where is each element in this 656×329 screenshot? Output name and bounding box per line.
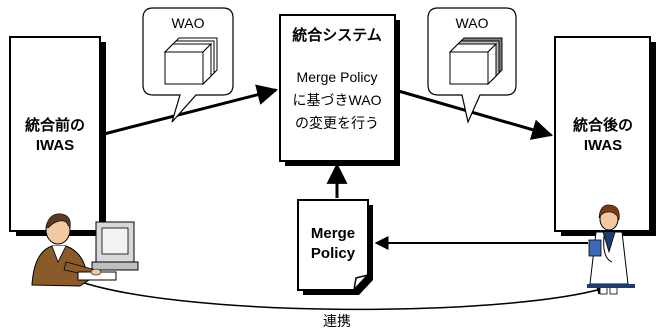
doctor-icon	[587, 204, 635, 295]
wao-stack-left-icon	[163, 37, 218, 86]
policy-line2: Policy	[311, 245, 356, 262]
box-before-line1: 統合前の	[25, 116, 85, 134]
system-line1: Merge Policy	[297, 69, 378, 85]
callout-right-wao: WAO	[427, 7, 517, 124]
callout-left-wao: WAO	[142, 7, 234, 123]
merge-policy-document: Merge Policy	[297, 199, 373, 295]
box-before-iwas: 統合前の IWAS	[9, 36, 106, 236]
link-curve-arrow	[69, 276, 606, 311]
arrow-system-to-after	[394, 88, 554, 140]
policy-line1: Merge	[311, 225, 355, 242]
box-after-iwas: 統合後の IWAS	[554, 36, 656, 236]
engineer-at-computer-icon	[31, 213, 139, 287]
callout-right-label: WAO	[456, 15, 489, 31]
link-label: 連携	[323, 313, 351, 329]
system-title: 統合システム	[292, 26, 382, 44]
box-before-line2: IWAS	[36, 137, 74, 154]
box-after-line1: 統合後の	[573, 116, 633, 134]
wao-stack-right-icon	[448, 37, 503, 86]
box-after-line2: IWAS	[584, 137, 622, 154]
system-line2: に基づきWAO	[293, 92, 382, 108]
system-line3: の変更を行う	[295, 115, 379, 131]
arrow-before-to-system	[99, 84, 279, 137]
box-integration-system: 統合システム Merge Policy に基づきWAO の変更を行う	[279, 14, 400, 166]
callout-left-label: WAO	[172, 15, 205, 31]
